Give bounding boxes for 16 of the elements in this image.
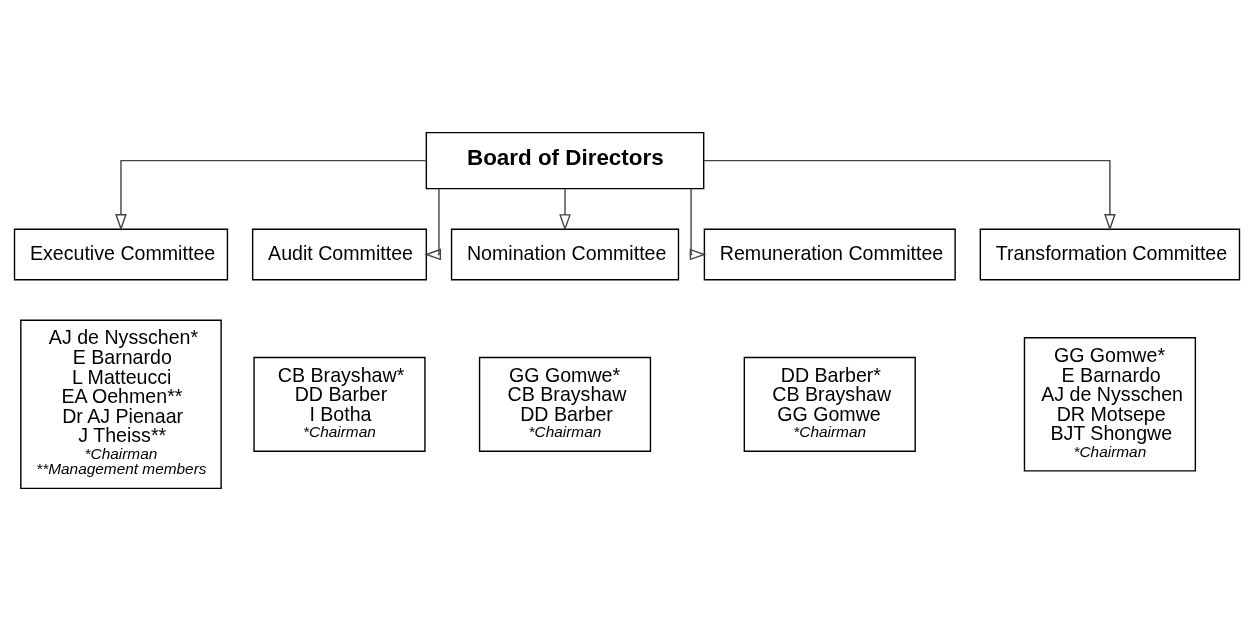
node-box: DD Barber* CB Brayshaw GG Gomwe *Chairman — [743, 356, 916, 452]
node-box: Board of Directors — [425, 131, 705, 190]
arrow — [689, 188, 707, 261]
node-box: Executive Committee — [13, 228, 229, 281]
node-box: GG Gomwe* E Barnardo AJ de Nysschen DR Motsepe BJT Shongwe *Chairman — [1023, 337, 1197, 472]
node-box: Remuneration Committee — [703, 228, 956, 281]
arrow — [559, 188, 571, 231]
arrow — [424, 188, 442, 261]
node-box: GG Gomwe* CB Brayshaw DD Barber *Chairman — [478, 356, 652, 452]
node-box: AJ de Nysschen* E Barnardo L Matteucci EA Oehmen** Dr AJ Pienaar J Theiss** *Chairman **Management members — [20, 319, 222, 490]
node-box: Audit Committee — [251, 228, 428, 281]
node-box: Nomination Committee — [450, 228, 680, 281]
arrow — [703, 159, 1116, 231]
node-box: Transformation Committee — [979, 228, 1241, 281]
node-box: CB Brayshaw* DD Barber I Botha *Chairman — [253, 356, 426, 452]
arrow — [115, 159, 427, 231]
